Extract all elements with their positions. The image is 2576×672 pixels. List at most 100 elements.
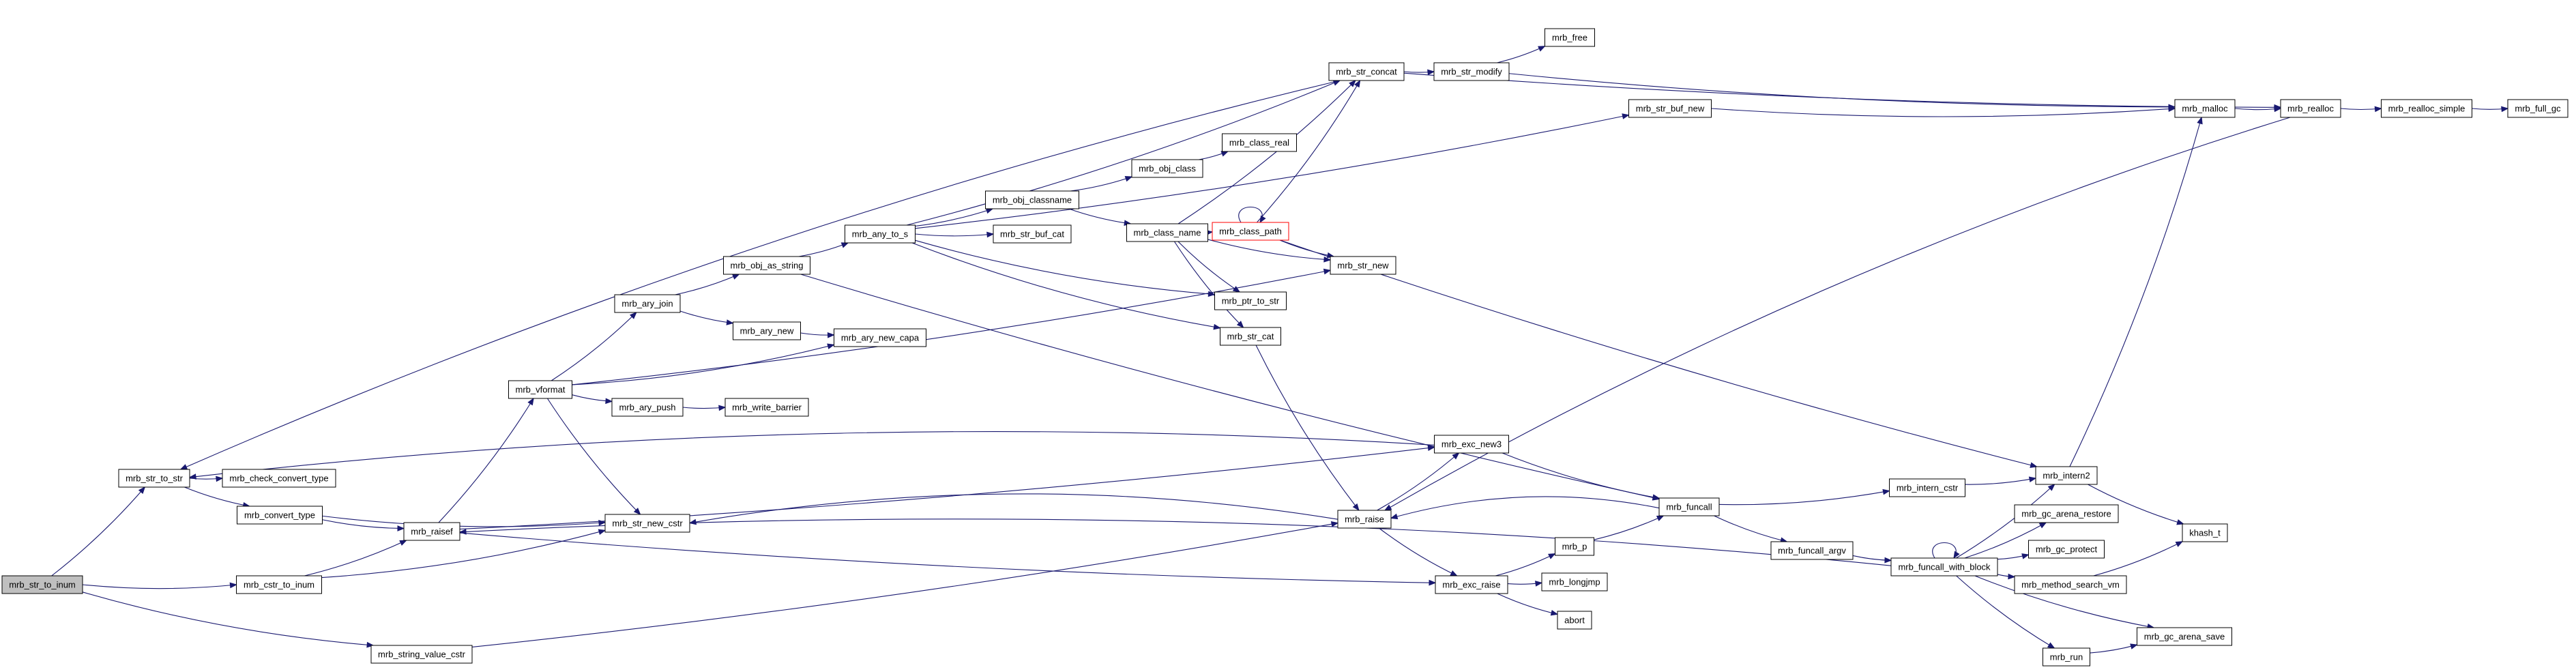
node-label: mrb_realloc_simple	[2388, 104, 2465, 114]
edge-line	[2234, 108, 2281, 111]
node-label: mrb_longjmp	[1549, 577, 1600, 587]
node-mrb_exc_raise[interactable]: mrb_exc_raise	[1435, 575, 1508, 594]
edge-mrb_ary_push-to-mrb_write_barrier	[682, 405, 727, 411]
node-mrb_cstr_to_inum[interactable]: mrb_cstr_to_inum	[236, 575, 322, 594]
edge-mrb_method_search_vm-to-khash_t	[2093, 541, 2184, 576]
edge-line	[2069, 117, 2202, 467]
edge-line	[911, 242, 1220, 329]
node-box	[1557, 611, 1592, 630]
edge-line	[1497, 46, 1545, 63]
node-mrb_longjmp[interactable]: mrb_longjmp	[1541, 572, 1608, 591]
node-box	[1212, 222, 1289, 241]
node-mrb_intern_cstr[interactable]: mrb_intern_cstr	[1889, 478, 1965, 497]
node-box	[2028, 540, 2105, 559]
edge-line	[1932, 542, 1957, 559]
node-mrb_str_buf_cat[interactable]: mrb_str_buf_cat	[993, 224, 1072, 244]
node-mrb_raise[interactable]: mrb_raise	[1337, 510, 1392, 529]
node-mrb_ptr_to_str[interactable]: mrb_ptr_to_str	[1214, 291, 1287, 310]
node-mrb_gc_arena_save[interactable]: mrb_gc_arena_save	[2137, 627, 2232, 646]
edge-mrb_class_name-to-mrb_str_cat	[1173, 241, 1244, 328]
node-mrb_method_search_vm[interactable]: mrb_method_search_vm	[2014, 575, 2127, 594]
node-mrb_check_convert_type[interactable]: mrb_check_convert_type	[222, 469, 336, 488]
node-mrb_string_value_cstr[interactable]: mrb_string_value_cstr	[370, 645, 473, 664]
node-mrb_ary_push[interactable]: mrb_ary_push	[611, 398, 684, 417]
node-mrb_obj_class[interactable]: mrb_obj_class	[1131, 159, 1203, 178]
edge-mrb_str_modify-to-mrb_malloc	[1508, 73, 2176, 111]
node-label: mrb_run	[2050, 652, 2083, 662]
arrowhead	[1538, 46, 1546, 52]
node-mrb_write_barrier[interactable]: mrb_write_barrier	[724, 398, 809, 417]
node-mrb_raisef[interactable]: mrb_raisef	[403, 522, 460, 541]
node-mrb_free[interactable]: mrb_free	[1545, 28, 1595, 47]
node-mrb_realloc_simple[interactable]: mrb_realloc_simple	[2381, 99, 2472, 118]
node-mrb_realloc[interactable]: mrb_realloc	[2280, 99, 2341, 118]
arrowhead	[2047, 484, 2055, 491]
arrowhead	[1953, 551, 1960, 559]
node-mrb_ary_join[interactable]: mrb_ary_join	[614, 294, 681, 313]
arrowhead	[527, 397, 534, 406]
node-mrb_str_to_inum[interactable]: mrb_str_to_inum	[1, 575, 83, 594]
node-mrb_str_cat[interactable]: mrb_str_cat	[1220, 327, 1281, 346]
edge-mrb_ary_join-to-mrb_obj_as_string	[675, 274, 740, 295]
node-mrb_str_buf_new[interactable]: mrb_str_buf_new	[1628, 99, 1712, 118]
node-mrb_malloc[interactable]: mrb_malloc	[2174, 99, 2236, 118]
node-box	[1220, 327, 1281, 346]
node-mrb_gc_protect[interactable]: mrb_gc_protect	[2028, 540, 2105, 559]
node-box	[985, 190, 1079, 209]
arrowhead	[731, 274, 740, 280]
node-box	[604, 514, 690, 533]
node-label: mrb_str_modify	[1441, 67, 1502, 77]
edge-mrb_convert_type-to-mrb_str_new_cstr	[322, 515, 606, 527]
node-mrb_funcall[interactable]: mrb_funcall	[1658, 497, 1720, 516]
edge-line	[798, 242, 849, 257]
node-mrb_ary_new[interactable]: mrb_ary_new	[733, 321, 801, 340]
arrowhead	[688, 518, 697, 525]
node-mrb_str_concat[interactable]: mrb_str_concat	[1328, 62, 1405, 81]
node-mrb_obj_classname[interactable]: mrb_obj_classname	[985, 190, 1079, 209]
edge-line	[51, 486, 145, 576]
node-mrb_full_gc[interactable]: mrb_full_gc	[2507, 99, 2568, 118]
node-mrb_str_modify[interactable]: mrb_str_modify	[1433, 62, 1510, 81]
node-mrb_class_name[interactable]: mrb_class_name	[1126, 223, 1208, 242]
arrowhead	[1450, 570, 1458, 576]
node-mrb_p[interactable]: mrb_p	[1555, 537, 1594, 556]
node-mrb_exc_new3[interactable]: mrb_exc_new3	[1434, 435, 1509, 454]
edge-line	[82, 591, 374, 646]
edge-mrb_funcall-to-mrb_raise	[1390, 496, 1660, 520]
node-abort[interactable]: abort	[1557, 611, 1592, 630]
arrowhead	[138, 486, 146, 495]
arrowhead	[629, 312, 637, 319]
edge-mrb_any_to_s-to-mrb_obj_classname	[915, 207, 994, 227]
node-mrb_str_to_str[interactable]: mrb_str_to_str	[118, 469, 190, 488]
node-label: mrb_str_buf_cat	[1000, 229, 1064, 239]
node-mrb_class_real[interactable]: mrb_class_real	[1222, 133, 1297, 152]
node-box	[993, 224, 1072, 244]
edge-mrb_raise-to-mrb_str_new_cstr	[688, 493, 1338, 525]
node-mrb_ary_new_capa[interactable]: mrb_ary_new_capa	[834, 328, 926, 347]
node-label: mrb_str_cat	[1227, 332, 1274, 342]
node-mrb_funcall_with_block[interactable]: mrb_funcall_with_block	[1890, 557, 1998, 576]
node-label: mrb_ary_join	[621, 299, 673, 309]
arrowhead	[179, 464, 188, 470]
edge-line	[1280, 239, 2037, 467]
node-mrb_convert_type[interactable]: mrb_convert_type	[237, 506, 323, 525]
node-mrb_obj_as_string[interactable]: mrb_obj_as_string	[723, 256, 810, 275]
arrowhead	[633, 508, 641, 515]
node-mrb_any_to_s[interactable]: mrb_any_to_s	[845, 224, 916, 244]
node-mrb_gc_arena_restore[interactable]: mrb_gc_arena_restore	[2014, 504, 2119, 523]
node-mrb_str_new_cstr[interactable]: mrb_str_new_cstr	[604, 514, 690, 533]
node-label: mrb_str_buf_new	[1636, 104, 1705, 114]
node-box	[237, 506, 323, 525]
node-box	[1545, 28, 1595, 47]
node-mrb_funcall_argv[interactable]: mrb_funcall_argv	[1770, 541, 1854, 560]
node-label: mrb_str_new_cstr	[612, 518, 683, 529]
node-mrb_vformat[interactable]: mrb_vformat	[508, 380, 572, 399]
node-mrb_class_path[interactable]: mrb_class_path	[1212, 222, 1289, 241]
arrowhead	[1349, 80, 1356, 87]
node-box	[2014, 575, 2127, 594]
node-khash_t[interactable]: khash_t	[2182, 523, 2228, 542]
node-mrb_intern2[interactable]: mrb_intern2	[2035, 466, 2098, 485]
node-mrb_run[interactable]: mrb_run	[2043, 647, 2090, 667]
node-mrb_str_new[interactable]: mrb_str_new	[1330, 256, 1396, 275]
node-box	[1658, 497, 1720, 516]
